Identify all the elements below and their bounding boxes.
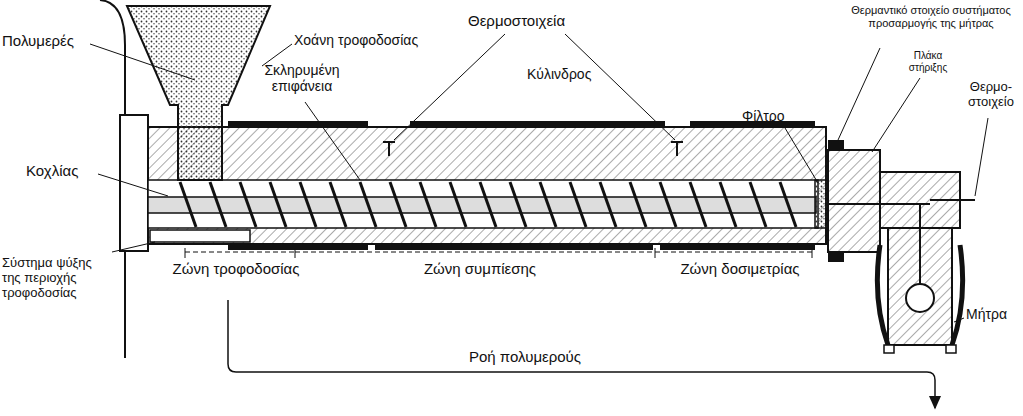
support-plate [828,150,880,252]
barrel [148,127,826,244]
heater-bands [228,121,844,262]
part-label: Χοάνη τροφοδοσίας [294,32,434,48]
zone-brackets [185,252,812,253]
part-label: Κοχλίας [26,162,100,179]
flow-label: Ροή πολυμερούς [445,348,605,365]
melt-channel [826,203,930,205]
die-channel [919,205,921,284]
zone-label: Ζώνη δοσιμετρίας [670,260,810,277]
drive-flange [120,115,148,251]
die-thermocouple [930,199,975,201]
die-mandrel [906,284,934,312]
die-bolts [884,345,956,353]
part-label: Φίλτρο [742,108,812,124]
zone-label: Ζώνη τροφοδοσίας [172,260,300,277]
filter [815,180,827,228]
part-label: Σκληρυμένη επιφάνεια [250,62,354,94]
part-label: Πλάκα στήριξης [896,50,960,73]
part-label: Σύστημα ψύξης της περιοχής τροφοδοσίας [2,256,110,301]
barrel-bore [148,180,818,228]
zone-ticks [185,248,812,258]
thermocouples [383,142,683,156]
leader-lines [90,34,988,322]
flow-arrow [228,300,935,408]
part-label: Μήτρα [966,306,1020,322]
hopper [127,6,270,180]
material-label: Πολυμερές [2,32,94,49]
part-label: Θερμαντικό στοιχείο συστήματος προσαρμογ… [842,4,1020,29]
part-label: Κύλινδρος [527,66,627,82]
screw [148,182,816,227]
cooling-channel [150,230,250,242]
zone-label: Ζώνη συμπίεσης [415,260,545,277]
part-label: Θερμο- στοιχείο [962,80,1020,110]
part-label: Θερμοστοιχεία [468,12,608,29]
